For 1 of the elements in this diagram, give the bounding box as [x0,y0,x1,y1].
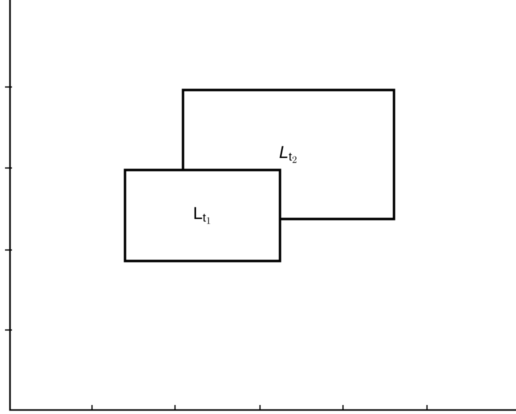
rectangle: $\mathrm{L}_{\mathrm{t}_{1}}$ [124,168,282,262]
